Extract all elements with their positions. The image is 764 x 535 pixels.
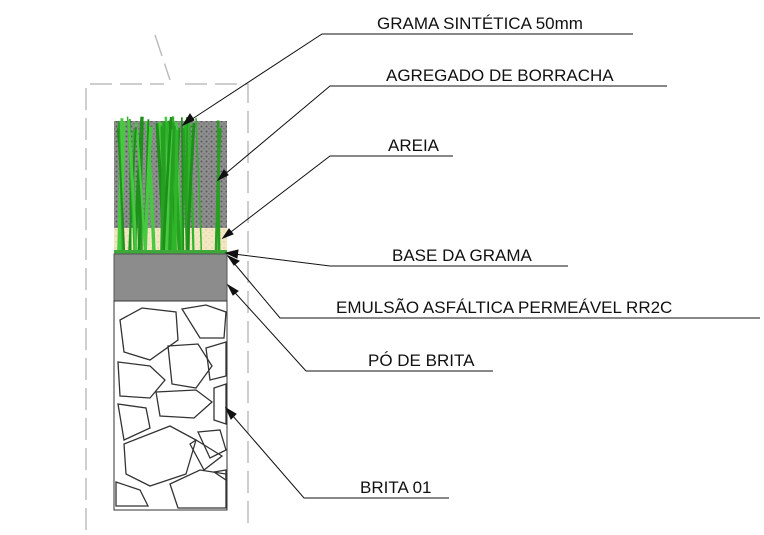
label-emulsao: EMULSÃO ASFÁLTICA PERMEÁVEL RR2C [336,298,672,317]
grass-blade [195,117,203,253]
label-agregado-borracha: AGREGADO DE BORRACHA [386,66,614,85]
grass-blade [164,129,173,253]
label-po-brita: PÓ DE BRITA [368,351,475,370]
grass-blade [173,129,179,253]
grass-blade [188,124,195,253]
grass-blade [186,122,196,253]
grass-blade [168,125,176,253]
label-grama-sintetica: GRAMA SINTÉTICA 50mm [377,14,583,33]
grass-blade [180,117,185,253]
gravel-layer [113,300,228,511]
label-areia: AREIA [388,136,440,155]
grass-blade [127,120,138,253]
grass-blade [117,118,124,253]
grass-blade [135,129,146,253]
grass-blade [143,126,153,253]
label-brita: BRITA 01 [360,478,432,497]
section-outline [85,34,249,530]
emulsion-layer [113,253,228,302]
grass-blade [116,128,126,253]
grass-blade [162,116,173,253]
grass-base-layer [114,250,227,254]
label-base-grama: BASE DA GRAMA [392,246,532,265]
grass-blade [214,127,222,253]
synthetic-grass-blades [116,116,222,253]
leader-lines [181,33,760,499]
